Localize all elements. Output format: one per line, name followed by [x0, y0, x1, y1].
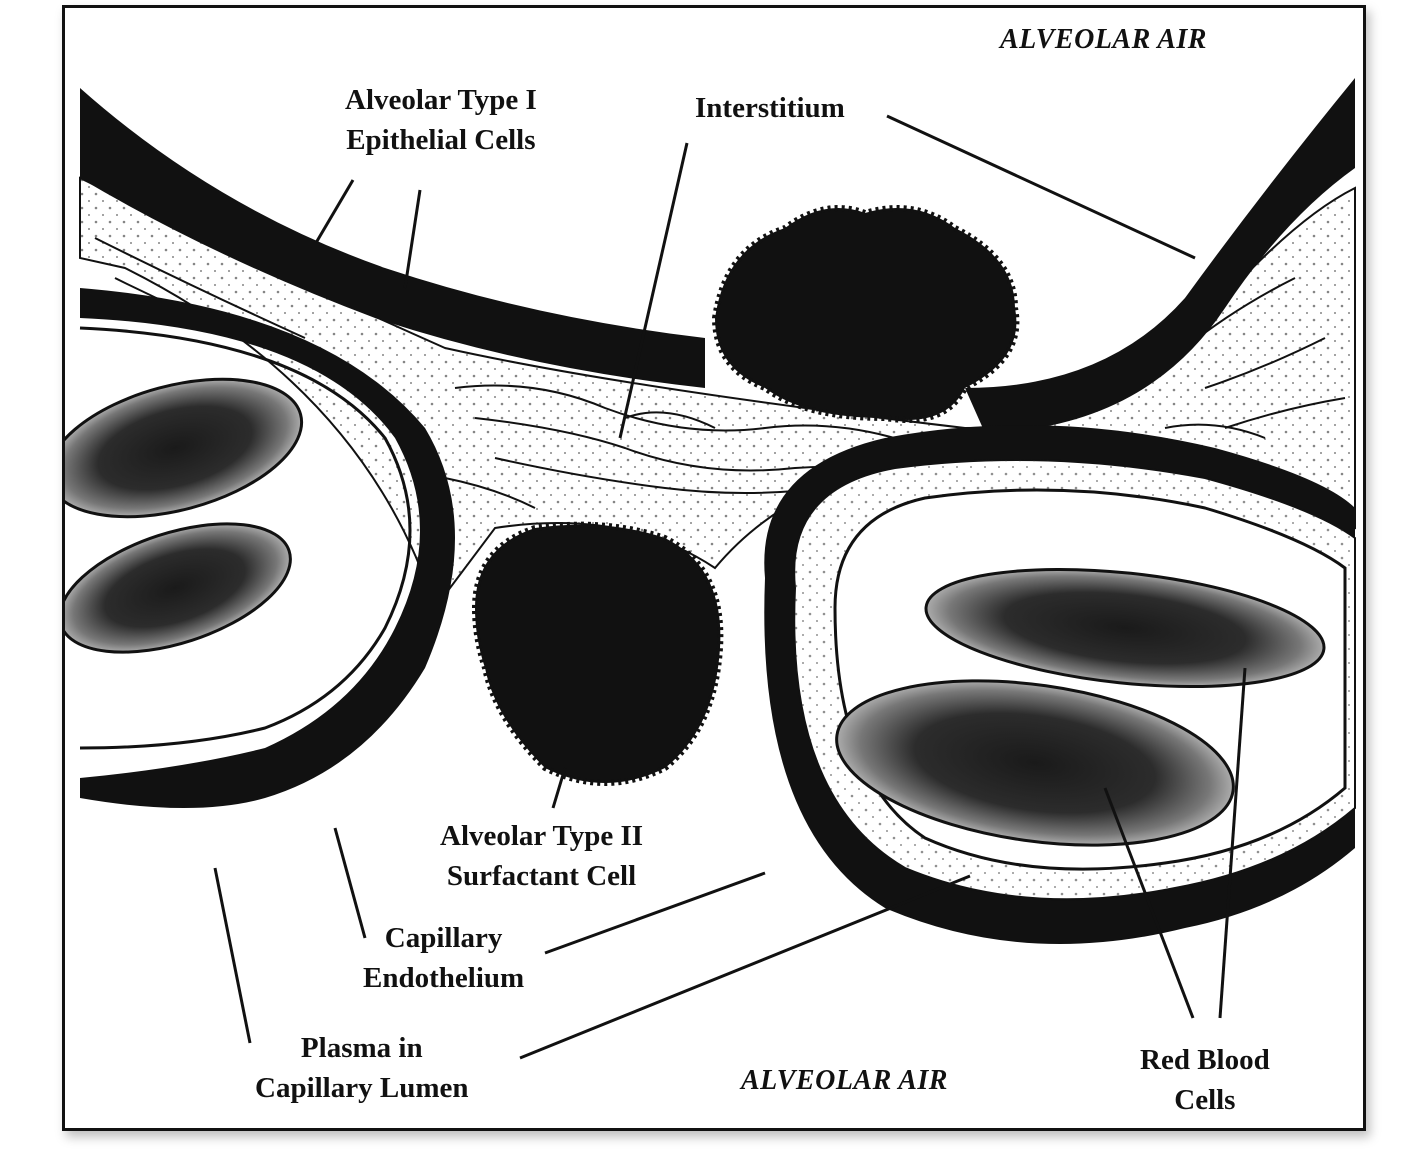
- left-rbc-lower: [65, 499, 306, 678]
- leader-type1-a: [310, 180, 353, 253]
- label-plasma-lumen: Plasma in Capillary Lumen: [255, 1028, 469, 1108]
- label-plasma-line2: Capillary Lumen: [255, 1068, 469, 1108]
- label-capillary-line1: Capillary: [363, 918, 524, 958]
- label-capillary-endothelium: Capillary Endothelium: [363, 918, 524, 998]
- label-type2-line2: Surfactant Cell: [440, 856, 643, 896]
- type2-cell-bottom: [475, 525, 720, 783]
- leader-type1-b: [405, 190, 420, 288]
- label-type2-surfactant: Alveolar Type II Surfactant Cell: [440, 816, 643, 896]
- label-rbc-line2: Cells: [1140, 1080, 1270, 1120]
- label-plasma-line1: Plasma in: [255, 1028, 469, 1068]
- label-rbc-line1: Red Blood: [1140, 1040, 1270, 1080]
- leader-plasma-a: [215, 868, 250, 1043]
- label-capillary-line2: Endothelium: [363, 958, 524, 998]
- label-type1-line1: Alveolar Type I: [345, 80, 537, 120]
- label-alveolar-air-bottom: ALVEOLAR AIR: [741, 1061, 948, 1101]
- label-interstitium: Interstitium: [695, 88, 845, 128]
- label-alveolar-air-top: ALVEOLAR AIR: [1000, 20, 1207, 60]
- left-rbc-upper: [65, 354, 317, 541]
- diagram-frame: ALVEOLAR AIR Alveolar Type I Epithelial …: [62, 5, 1366, 1131]
- leader-capillary-a: [335, 828, 365, 938]
- leader-plasma-b: [520, 876, 970, 1058]
- alveolar-capillary-illustration: [65, 8, 1363, 1128]
- label-type2-line1: Alveolar Type II: [440, 816, 643, 856]
- label-red-blood-cells: Red Blood Cells: [1140, 1040, 1270, 1120]
- label-type1-line2: Epithelial Cells: [345, 120, 537, 160]
- label-type1-epithelial: Alveolar Type I Epithelial Cells: [345, 80, 537, 160]
